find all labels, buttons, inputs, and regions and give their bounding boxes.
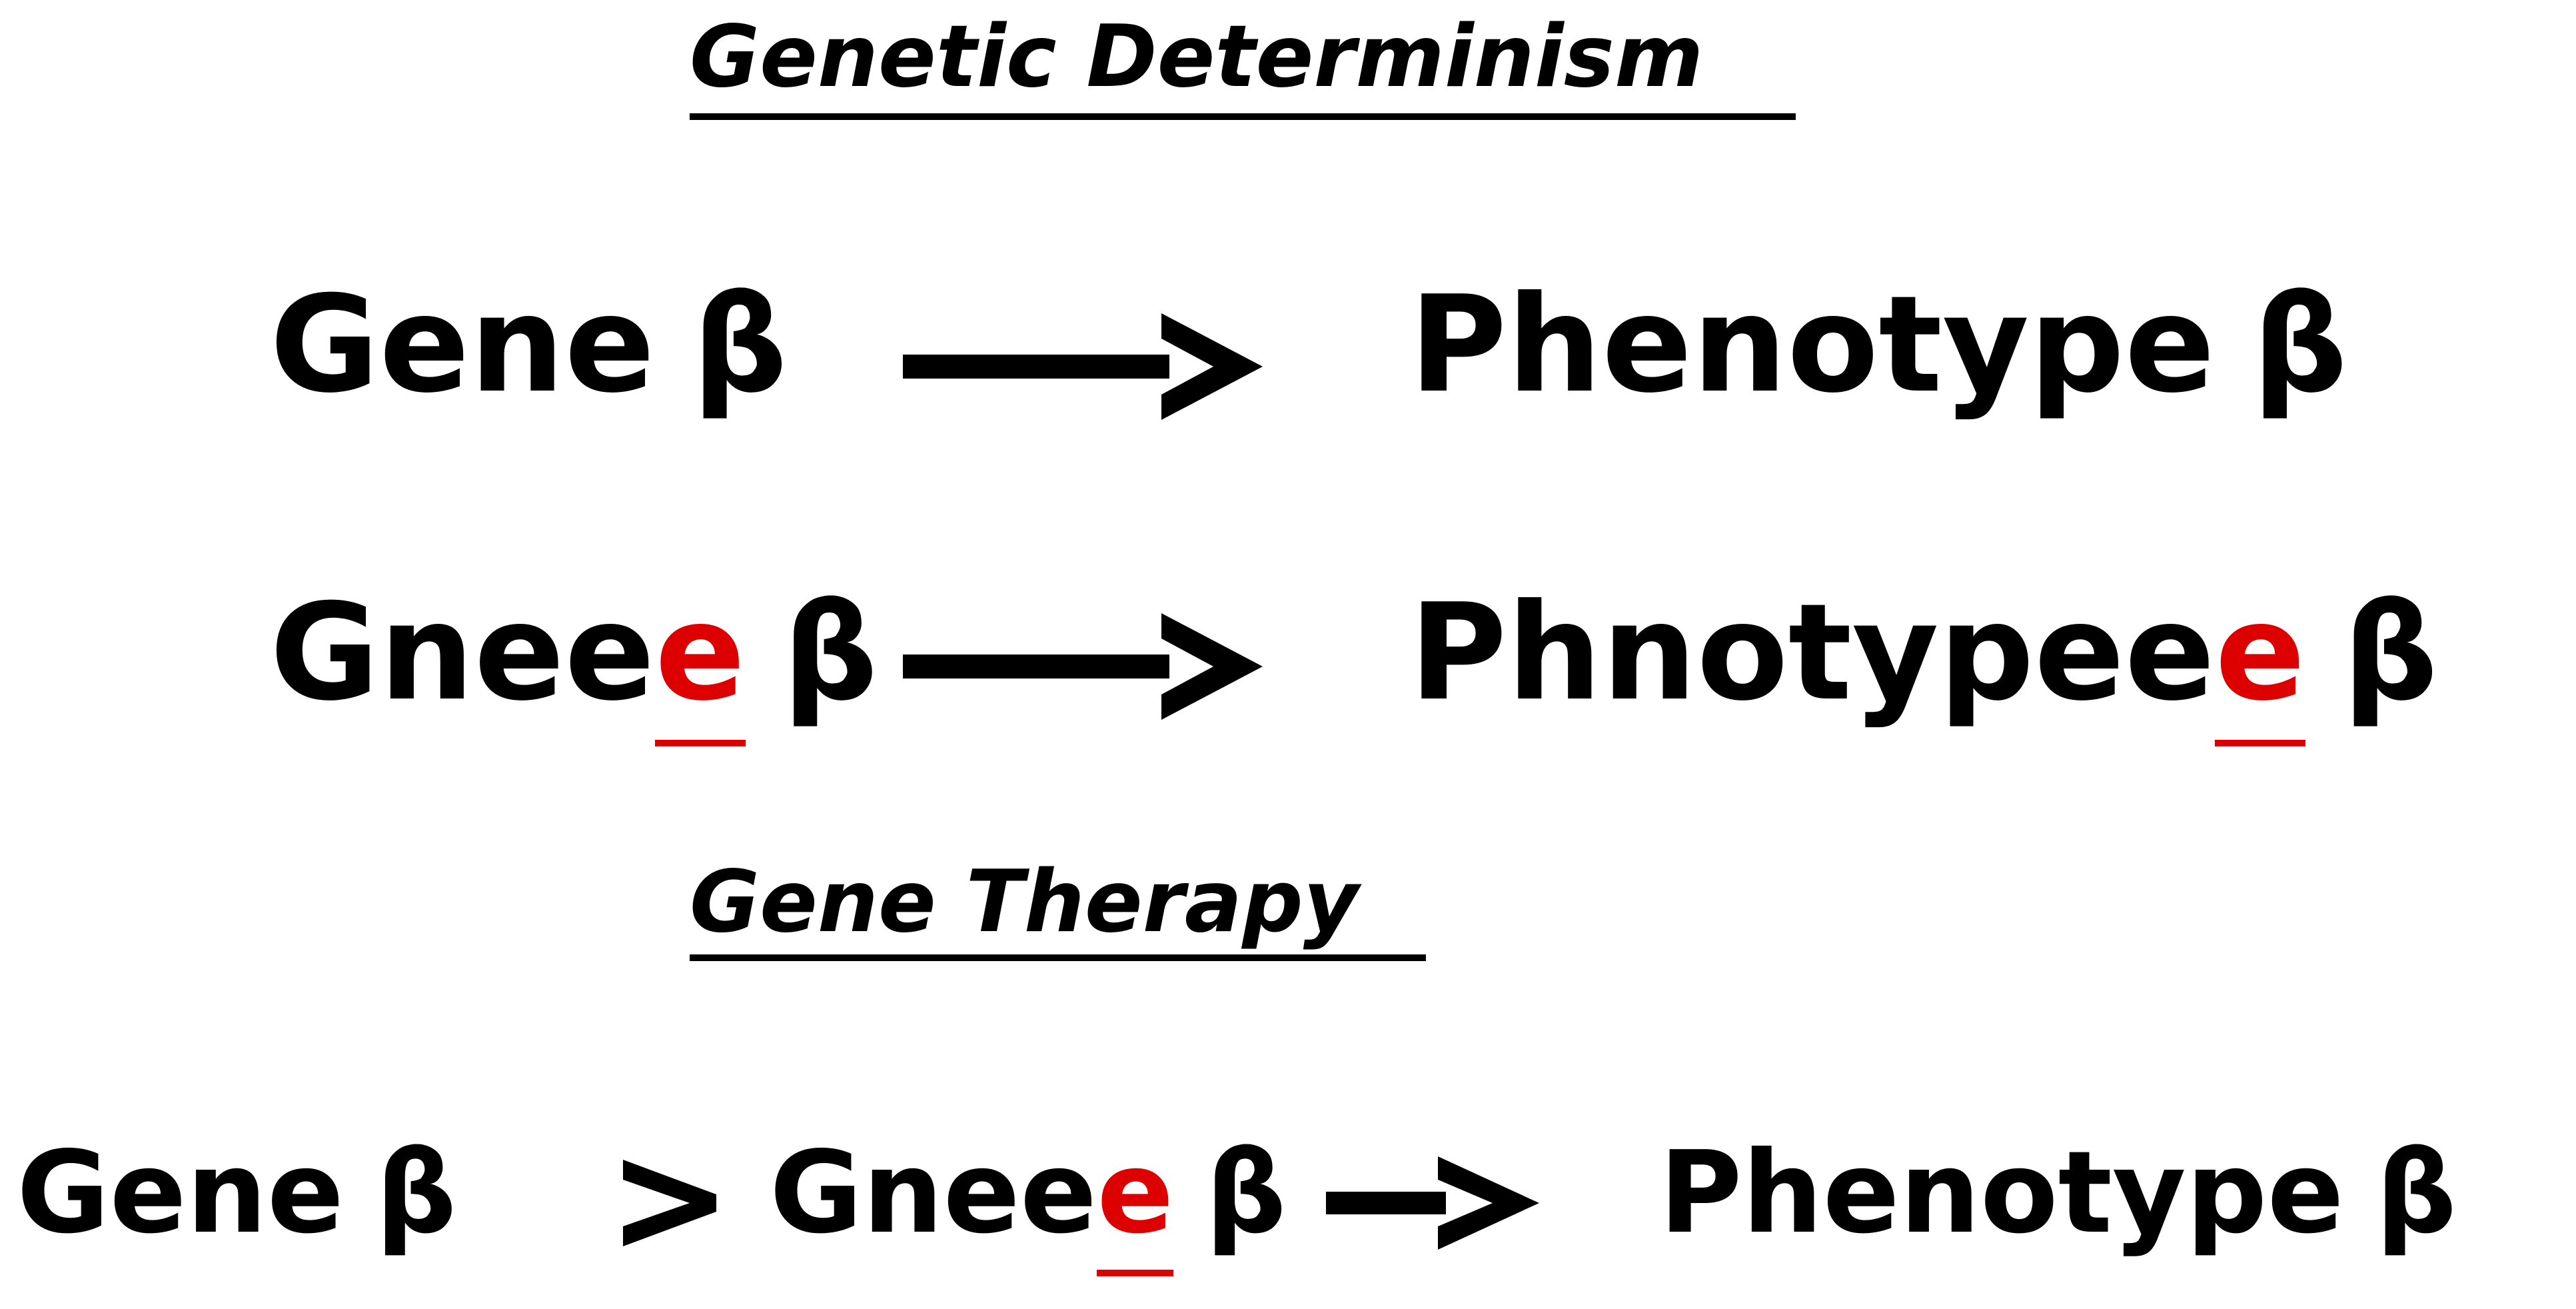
mutant-gene-mid: e xyxy=(1019,1127,1097,1259)
mutant-gene-base: Gne xyxy=(270,575,565,730)
mutant-phenotype-mid: e xyxy=(2124,575,2216,730)
beta-symbol: β xyxy=(2375,1127,2457,1259)
right-arrow-icon xyxy=(903,313,1263,420)
beta-symbol: β xyxy=(692,267,788,423)
inserted-letter-underline xyxy=(1097,1270,1174,1276)
heading-genetic-determinism: Genetic Determinism xyxy=(690,7,1704,107)
inserted-letter: e xyxy=(654,587,746,746)
greater-than-icon xyxy=(623,1160,716,1246)
beta-symbol: β xyxy=(782,575,878,730)
beta-symbol: β xyxy=(2252,267,2348,423)
phenotype-word: Phenotype xyxy=(1409,267,2216,423)
inserted-letter: e xyxy=(1097,1136,1174,1276)
inserted-letter: e xyxy=(2215,587,2305,746)
mutant-gene-base: Gne xyxy=(770,1127,1020,1259)
gene-word: Gene xyxy=(17,1127,344,1259)
heading-gene-therapy: Gene Therapy xyxy=(690,852,1359,952)
heading-underline-determinism xyxy=(690,113,1796,120)
beta-symbol: β xyxy=(375,1127,457,1259)
right-arrow-icon xyxy=(903,613,1263,720)
right-arrow-icon xyxy=(1326,1156,1539,1250)
inserted-letter-underline xyxy=(2215,740,2305,746)
mutant-phenotype-base: Phnotype xyxy=(1409,575,2125,730)
gene-word: Gene xyxy=(270,267,655,423)
mutant-gene-mid: e xyxy=(564,575,655,730)
phenotype-word: Phenotype xyxy=(1659,1127,2344,1259)
inserted-letter-underline xyxy=(654,740,746,746)
heading-underline-therapy xyxy=(690,954,1426,961)
beta-symbol: β xyxy=(1205,1127,1287,1259)
beta-symbol: β xyxy=(2342,575,2439,730)
